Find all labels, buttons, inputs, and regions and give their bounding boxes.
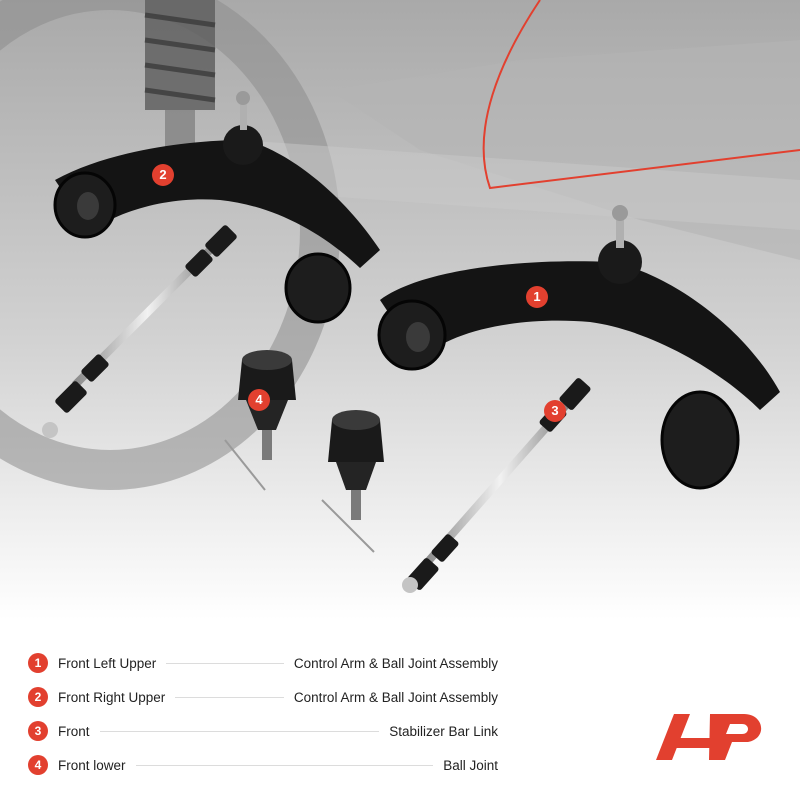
legend-part-name: Control Arm & Ball Joint Assembly (293, 689, 498, 705)
legend-row: 3 Front Stabilizer Bar Link (28, 714, 498, 748)
product-scene: 1 2 3 4 (0, 0, 800, 620)
legend-divider (166, 662, 284, 664)
legend-number: 2 (28, 687, 48, 707)
badge-2: 2 (152, 164, 174, 186)
product-photo (0, 0, 800, 620)
stabilizer-link-right (402, 378, 591, 593)
spring-coils (144, 12, 216, 103)
badge-1: 1 (526, 286, 548, 308)
logo-bar (674, 738, 714, 748)
control-arm-1 (377, 205, 780, 490)
legend-row: 1 Front Left Upper Control Arm & Ball Jo… (28, 646, 498, 680)
a-premium-logo-icon (652, 708, 774, 764)
legend-number: 4 (28, 755, 48, 775)
legend-part-name: Stabilizer Bar Link (389, 723, 498, 739)
legend-number: 3 (28, 721, 48, 741)
legend-part-name: Control Arm & Ball Joint Assembly (293, 655, 498, 671)
logo-slash (656, 714, 690, 760)
arm-1-bushing-rear (660, 390, 740, 490)
legend-divider (99, 730, 380, 732)
legend-row: 4 Front lower Ball Joint (28, 748, 498, 782)
legend-position: Front Left Upper (58, 655, 157, 671)
badge-4: 4 (248, 389, 270, 411)
logo-p (709, 714, 762, 760)
legend-part-name: Ball Joint (443, 757, 498, 773)
legend-divider (175, 696, 284, 698)
arm-2-bushing-rear (284, 252, 352, 324)
control-arm-2 (53, 91, 380, 324)
legend-divider (135, 764, 434, 766)
parts-legend: 1 Front Left Upper Control Arm & Ball Jo… (28, 646, 498, 782)
legend-number: 1 (28, 653, 48, 673)
legend-position: Front Right Upper (58, 689, 166, 705)
legend-row: 2 Front Right Upper Control Arm & Ball J… (28, 680, 498, 714)
red-guide-arc (482, 0, 800, 190)
legend-position: Front lower (58, 757, 126, 773)
arm-2-ball-joint (223, 125, 263, 165)
badge-3: 3 (544, 400, 566, 422)
legend-position: Front (58, 723, 90, 739)
stabilizer-link-left (42, 225, 237, 438)
arm-1-ball-joint (598, 240, 642, 284)
ball-joint-right (321, 410, 384, 553)
